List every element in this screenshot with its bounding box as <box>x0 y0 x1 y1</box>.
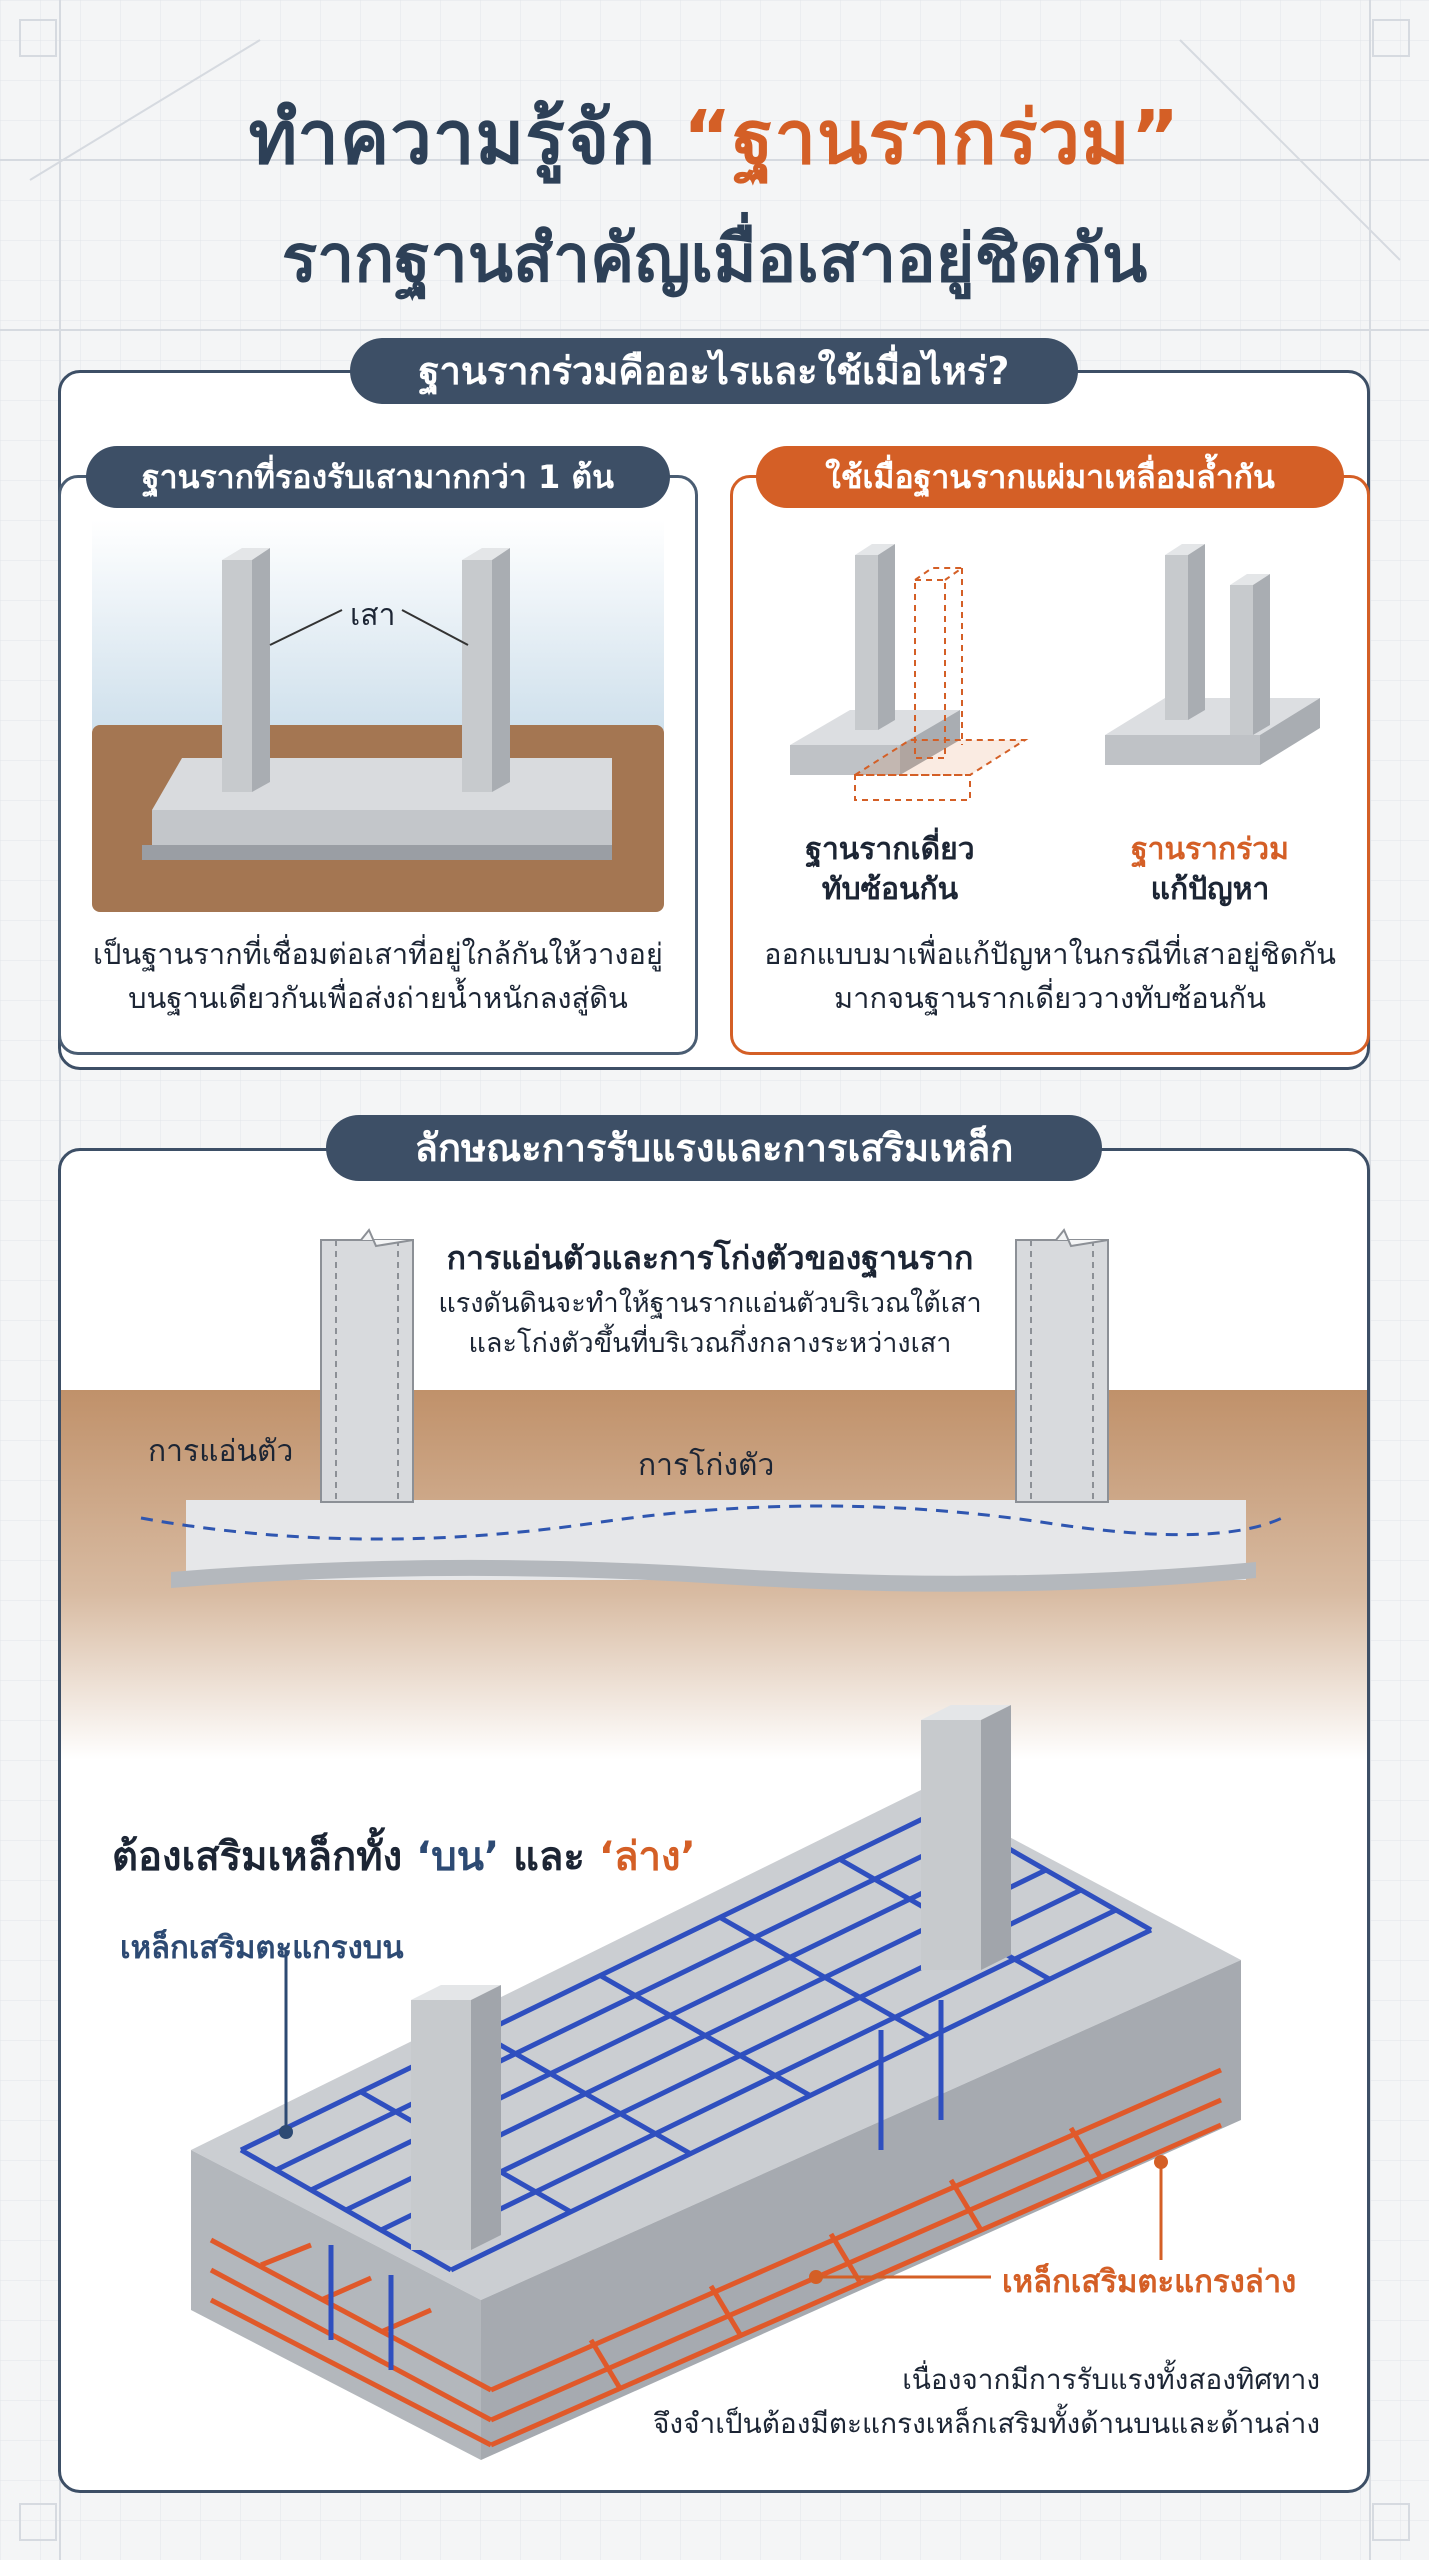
isolated-overlap-caption-2: ทับซ้อนกัน <box>821 872 959 907</box>
deflection-text-2: และโก่งตัวขึ้นที่บริเวณกึ่งกลางระหว่างเส… <box>468 1328 952 1359</box>
card-overlap-use-text-1: ออกแบบมาเพื่อแก้ปัญหาในกรณีที่เสาอยู่ชิด… <box>764 937 1336 971</box>
title-highlight: “ฐานรากร่วม” <box>682 95 1181 181</box>
isolated-overlap-caption: ฐานรากเดี่ยวทับซ้อนกัน <box>770 830 1010 910</box>
rebar-title-and: และ <box>499 1834 599 1880</box>
combined-solution-caption-1: ฐานรากร่วม <box>1131 832 1289 867</box>
overlapping-footings-illustration <box>790 544 1320 801</box>
page-title: ทำความรู้จัก “ฐานรากร่วม” <box>0 78 1429 196</box>
rebar-cage-diagram <box>191 1705 1241 2460</box>
rebar-note-2: จึงจำเป็นต้องมีตะแกรงเหล็กเสริมทั้งด้านบ… <box>653 2407 1320 2440</box>
combined-footing-illustration <box>92 520 664 912</box>
rebar-note-1: เนื่องจากมีการรับแรงทั้งสองทิศทาง <box>902 2363 1320 2396</box>
card-multiple-columns-heading: ฐานรากที่รองรับเสามากกว่า 1 ต้น <box>86 446 670 508</box>
title-prefix: ทำความรู้จัก <box>248 95 683 181</box>
combined-solution-caption-2: แก้ปัญหา <box>1150 872 1270 907</box>
section-what-is-heading: ฐานรากร่วมคืออะไรและใช้เมื่อไหร่? <box>350 338 1078 404</box>
rebar-title-bottom: ‘ล่าง’ <box>598 1834 696 1880</box>
column-label: เสา <box>350 598 396 633</box>
rebar-title-top: ‘บน’ <box>416 1834 500 1880</box>
section-forces-heading: ลักษณะการรับแรงและการเสริมเหล็ก <box>326 1115 1102 1181</box>
deflection-text-1: แรงดันดินจะทำให้ฐานรากแอ่นตัวบริเวณใต้เส… <box>438 1288 982 1319</box>
card-multiple-columns-text-1: เป็นฐานรากที่เชื่อมต่อเสาที่อยู่ใกล้กันใ… <box>93 937 663 971</box>
deflection-title: การแอ่นตัวและการโก่งตัวของฐานราก <box>446 1239 974 1277</box>
deflection-diagram <box>61 1228 1367 1760</box>
card-multiple-columns-text-2: บนฐานเดียวกันเพื่อส่งถ่ายน้ำหนักลงสู่ดิน <box>128 981 628 1015</box>
bottom-mesh-label: เหล็กเสริมตะแกรงล่าง <box>1002 2264 1297 2300</box>
page-subtitle: รากฐานสำคัญเมื่อเสาอยู่ชิดกัน <box>281 220 1148 297</box>
card-overlap-use-heading: ใช้เมื่อฐานรากแผ่มาเหลื่อมล้ำกัน <box>756 446 1344 508</box>
rebar-title: ต้องเสริมเหล็กทั้ง ‘บน’ และ ‘ล่าง’ <box>112 1824 696 1888</box>
rebar-title-prefix: ต้องเสริมเหล็กทั้ง <box>112 1834 417 1880</box>
hog-label: การโก่งตัว <box>638 1448 775 1483</box>
combined-solution-caption: ฐานรากร่วมแก้ปัญหา <box>1090 830 1330 910</box>
isolated-overlap-caption-1: ฐานรากเดี่ยว <box>805 832 975 867</box>
top-mesh-label: เหล็กเสริมตะแกรงบน <box>120 1930 404 1966</box>
sag-label: การแอ่นตัว <box>148 1434 294 1469</box>
card-overlap-use-text-2: มากจนฐานรากเดี่ยววางทับซ้อนกัน <box>834 981 1266 1015</box>
